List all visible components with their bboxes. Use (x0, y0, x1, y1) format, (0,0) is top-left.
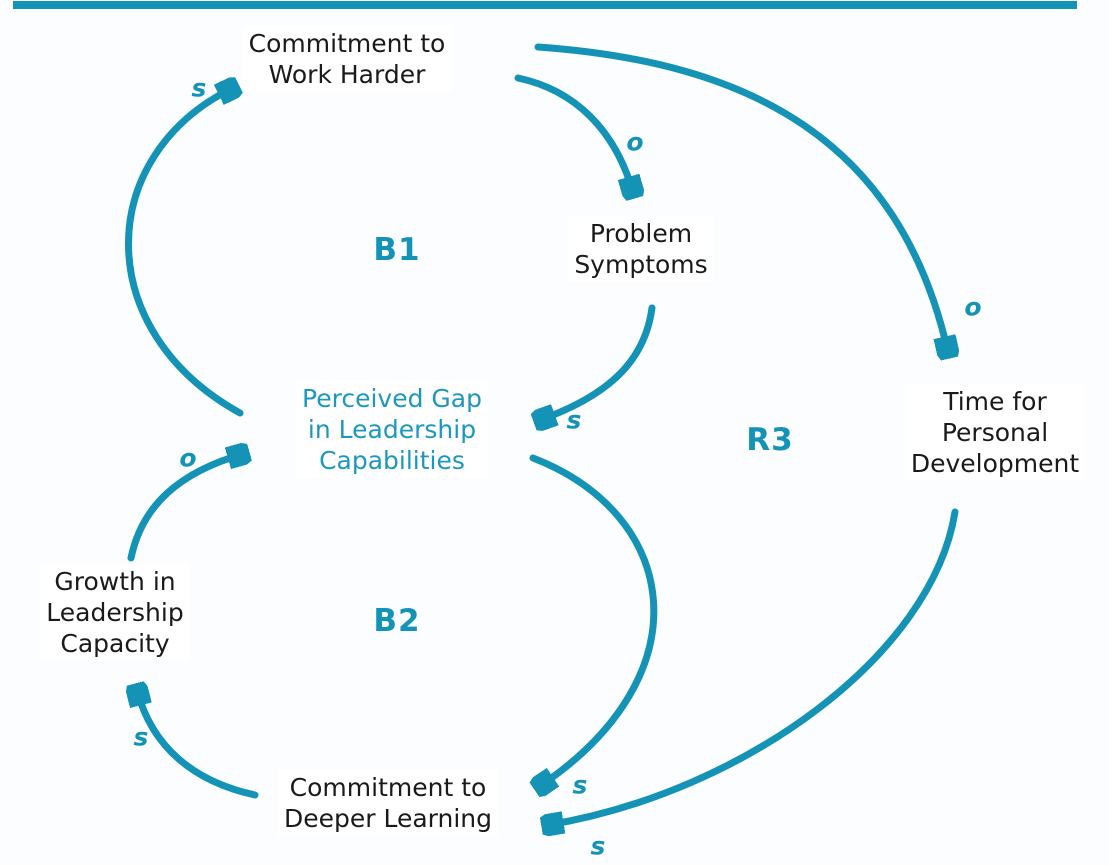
node-problem-symptoms: Problem Symptoms (568, 216, 714, 282)
node-growth-in-leadership-capacity: Growth in Leadership Capacity (40, 564, 190, 661)
arrow-problem-symptoms-to-perceived-gap (540, 304, 656, 420)
polarity-work-harder-to-problem-symptoms: o (626, 127, 644, 157)
arrow-growth-capacity-to-perceived-gap (127, 454, 243, 562)
polarity-problem-symptoms-to-gap: s (566, 405, 582, 435)
arrow-perceived-gap-to-work-harder (125, 88, 240, 417)
arrow-deeper-learning-to-growth-capacity (137, 690, 259, 799)
node-time-for-personal-development: Time for Personal Development (904, 384, 1086, 481)
arrow-time-for-development-to-deeper-learning (548, 508, 959, 825)
loop-label-b2: B2 (373, 603, 421, 639)
polarity-deeper-learning-to-growth: s (133, 722, 149, 752)
polarity-work-harder-to-time: o (964, 292, 982, 322)
node-perceived-gap-in-leadership-capabilities: Perceived Gap in Leadership Capabilities (296, 381, 488, 478)
polarity-time-to-deeper-learning: s (590, 831, 606, 861)
polarity-growth-to-gap: o (179, 443, 197, 473)
polarity-gap-to-deeper-learning: s (572, 770, 588, 800)
polarity-gap-to-work-harder: s (191, 73, 207, 103)
arrow-perceived-gap-to-deeper-learning (533, 454, 658, 786)
node-commitment-to-deeper-learning: Commitment to Deeper Learning (277, 770, 499, 836)
loop-label-r3: R3 (746, 422, 794, 458)
node-commitment-to-work-harder: Commitment to Work Harder (242, 26, 452, 92)
loop-label-b1: B1 (373, 232, 421, 268)
top-rule (13, 1, 1077, 9)
arrow-work-harder-to-problem-symptoms (514, 74, 633, 192)
arrow-work-harder-to-time-for-development (534, 43, 948, 352)
